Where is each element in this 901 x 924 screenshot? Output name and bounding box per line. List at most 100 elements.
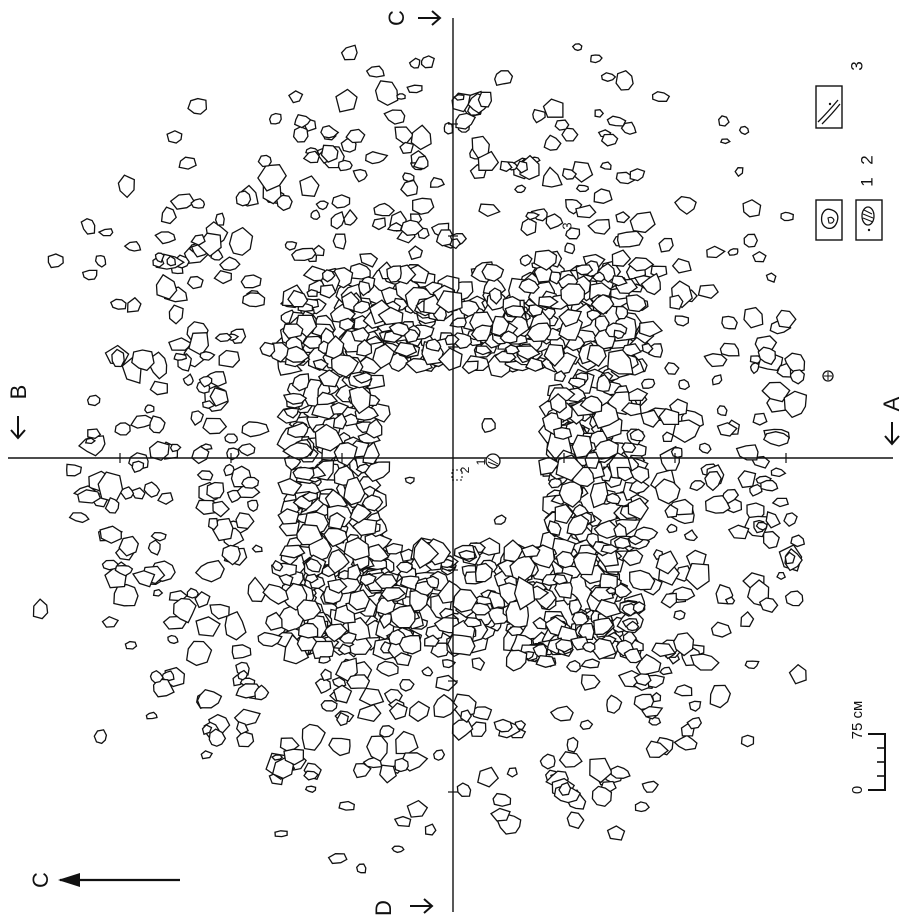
stone bbox=[271, 559, 284, 572]
stone bbox=[564, 242, 576, 255]
stone bbox=[648, 716, 662, 726]
stone bbox=[444, 334, 460, 346]
stone bbox=[394, 757, 409, 773]
stone bbox=[353, 300, 371, 314]
stone bbox=[114, 564, 134, 577]
stone bbox=[571, 611, 589, 626]
stone bbox=[284, 241, 298, 251]
stone bbox=[716, 422, 738, 437]
stone bbox=[330, 211, 345, 230]
stone bbox=[554, 370, 567, 383]
stone bbox=[532, 108, 546, 124]
stone bbox=[671, 257, 692, 274]
marker-label-2: 2 bbox=[458, 466, 472, 473]
stone bbox=[651, 691, 662, 703]
stone bbox=[327, 853, 348, 865]
stone bbox=[400, 179, 419, 197]
stone bbox=[296, 599, 322, 622]
stone bbox=[395, 730, 419, 755]
stone bbox=[740, 610, 755, 628]
stone bbox=[257, 164, 287, 192]
stone bbox=[185, 640, 213, 667]
stone bbox=[577, 622, 595, 641]
stone bbox=[292, 125, 309, 143]
stone bbox=[335, 88, 358, 113]
stone bbox=[634, 801, 650, 813]
stone bbox=[169, 193, 196, 210]
stone bbox=[356, 338, 373, 357]
stone bbox=[398, 634, 422, 655]
stone bbox=[251, 544, 263, 553]
marker-label-3: 3 bbox=[559, 222, 574, 229]
stone bbox=[493, 718, 513, 733]
stone bbox=[293, 114, 312, 129]
stone bbox=[365, 65, 385, 78]
stone bbox=[611, 249, 632, 267]
stone bbox=[776, 571, 787, 581]
stone bbox=[150, 531, 167, 542]
stone bbox=[452, 588, 479, 613]
stone bbox=[613, 536, 632, 550]
stone bbox=[554, 119, 570, 131]
stone bbox=[770, 467, 787, 478]
stone bbox=[651, 91, 671, 102]
stone bbox=[506, 767, 518, 778]
label-bottom-letter: D bbox=[371, 900, 396, 916]
stone bbox=[345, 128, 366, 144]
stone bbox=[571, 43, 583, 52]
point-marker-3: 3 bbox=[559, 222, 574, 229]
stone bbox=[393, 815, 412, 828]
stone bbox=[721, 315, 738, 330]
stone bbox=[333, 684, 353, 704]
stone bbox=[218, 349, 241, 368]
stone bbox=[543, 134, 562, 151]
stone bbox=[213, 269, 232, 285]
stone bbox=[719, 138, 731, 145]
stone bbox=[214, 212, 225, 226]
stone bbox=[130, 414, 154, 429]
stone bbox=[93, 729, 108, 745]
stone bbox=[641, 705, 664, 718]
stone bbox=[66, 463, 83, 477]
stone bbox=[555, 638, 574, 653]
legend-number-1: 1 bbox=[857, 177, 876, 186]
stone bbox=[519, 254, 533, 267]
stone bbox=[304, 573, 319, 584]
stone bbox=[131, 570, 156, 588]
stone bbox=[591, 439, 619, 460]
stone bbox=[610, 765, 631, 779]
stone bbox=[765, 272, 777, 283]
stone bbox=[235, 190, 252, 207]
stone bbox=[246, 499, 259, 512]
stone bbox=[481, 263, 505, 282]
stone bbox=[375, 597, 396, 616]
stone bbox=[198, 375, 213, 388]
stone bbox=[224, 610, 247, 641]
label-right-letter: A bbox=[879, 396, 901, 411]
stone bbox=[477, 766, 500, 788]
stone bbox=[606, 115, 627, 127]
stone bbox=[558, 781, 572, 796]
stone bbox=[86, 394, 101, 407]
stone bbox=[406, 799, 429, 818]
stone bbox=[306, 288, 318, 298]
stone bbox=[590, 54, 603, 64]
stone bbox=[393, 652, 413, 667]
stone bbox=[590, 293, 615, 316]
stone bbox=[581, 641, 596, 653]
north-label: C bbox=[28, 872, 53, 888]
stone bbox=[373, 202, 396, 217]
stone bbox=[149, 380, 168, 396]
stone bbox=[640, 378, 656, 389]
stone bbox=[97, 228, 114, 237]
stone bbox=[340, 44, 358, 61]
stone bbox=[614, 583, 633, 599]
stone-scatter bbox=[32, 43, 808, 874]
stone bbox=[727, 248, 739, 256]
stone bbox=[188, 332, 210, 357]
stone bbox=[389, 604, 416, 629]
stone bbox=[241, 292, 266, 308]
stone bbox=[666, 523, 678, 534]
stone bbox=[406, 84, 423, 94]
